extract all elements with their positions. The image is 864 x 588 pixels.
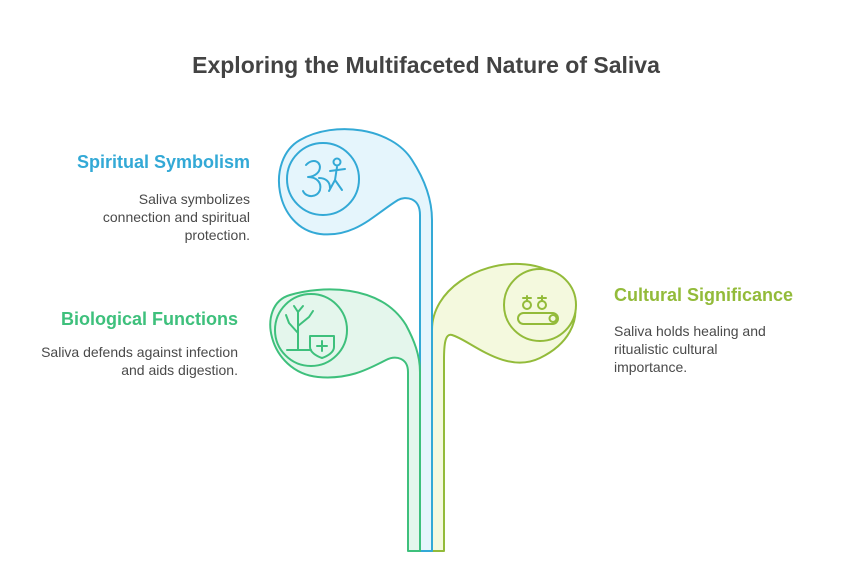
biological-functions-heading: Biological Functions [60, 309, 238, 329]
cultural-significance-description: Saliva holds healing and ritualistic cul… [614, 323, 766, 375]
cultural-icon-ring [503, 268, 577, 342]
spiritual-branch [278, 128, 433, 552]
spiritual-symbolism-heading: Spiritual Symbolism [76, 152, 250, 172]
cultural-significance-heading: Cultural Significance [614, 285, 794, 305]
biological-branch [269, 288, 421, 552]
page-title: Exploring the Multifaceted Nature of Sal… [192, 52, 660, 78]
biological-functions-description: Saliva defends against infection and aid… [41, 344, 238, 378]
tree-shield-icon [285, 305, 335, 359]
om-figure-icon [302, 157, 346, 198]
ritual-offering-icon [517, 295, 559, 325]
spiritual-symbolism-description: Saliva symbolizes connection and spiritu… [102, 191, 250, 243]
cultural-branch [431, 262, 577, 552]
biological-icon-ring [274, 293, 348, 367]
